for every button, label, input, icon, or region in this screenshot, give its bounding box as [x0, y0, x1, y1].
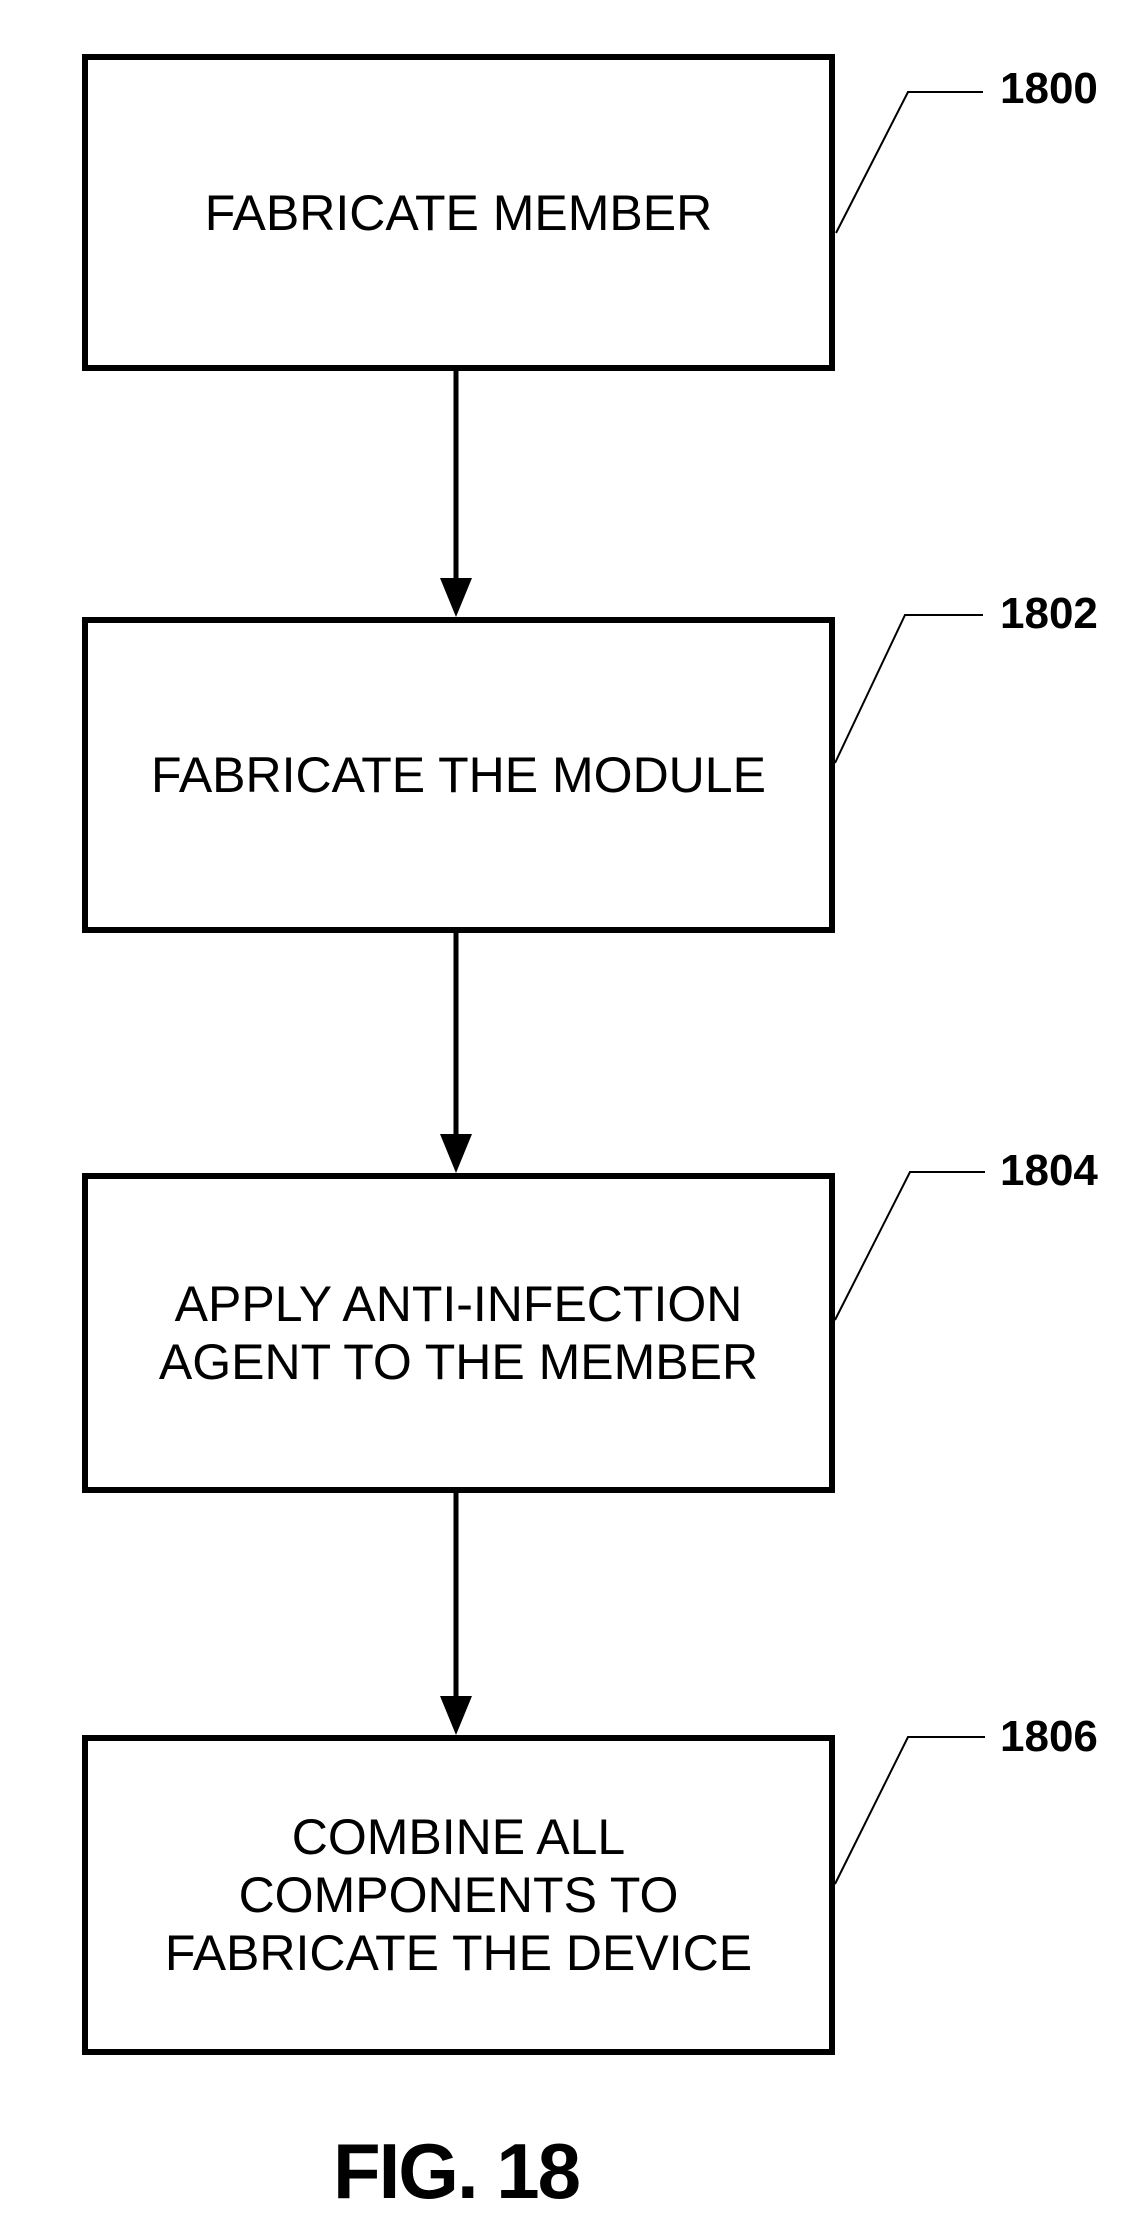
step-text-line: FABRICATE THE MODULE: [151, 747, 766, 803]
leader-line-1802: [834, 614, 983, 764]
reference-numeral-1802: 1802: [1000, 589, 1098, 638]
step-text-line: AGENT TO THE MEMBER: [158, 1334, 759, 1390]
reference-numeral-1806: 1806: [1000, 1712, 1098, 1761]
arrow-down-icon-1: [440, 368, 472, 617]
flowchart-step-apply-agent: APPLY ANTI-INFECTION AGENT TO THE MEMBER: [82, 1173, 835, 1493]
leader-line-1806: [834, 1736, 985, 1885]
flowchart-step-fabricate-module: FABRICATE THE MODULE: [82, 617, 835, 933]
reference-numeral-1804: 1804: [1000, 1146, 1098, 1195]
step-text-line: COMBINE ALL: [291, 1809, 626, 1865]
flowchart-step-combine-components: COMBINE ALL COMPONENTS TO FABRICATE THE …: [82, 1735, 835, 2055]
leader-line-1800: [835, 91, 983, 234]
arrow-down-icon-2: [440, 930, 472, 1173]
leader-line-1804: [834, 1171, 985, 1321]
step-text-line: FABRICATE MEMBER: [204, 184, 713, 241]
figure-caption: FIG. 18: [332, 2127, 581, 2215]
step-text-line: FABRICATE THE DEVICE: [164, 1925, 753, 1981]
reference-numeral-1800: 1800: [1000, 64, 1098, 113]
step-text-line: COMPONENTS TO: [238, 1867, 679, 1923]
step-text-line: APPLY ANTI-INFECTION: [174, 1276, 743, 1332]
arrow-down-icon-3: [440, 1490, 472, 1735]
flowchart-step-fabricate-member: FABRICATE MEMBER: [82, 54, 835, 371]
